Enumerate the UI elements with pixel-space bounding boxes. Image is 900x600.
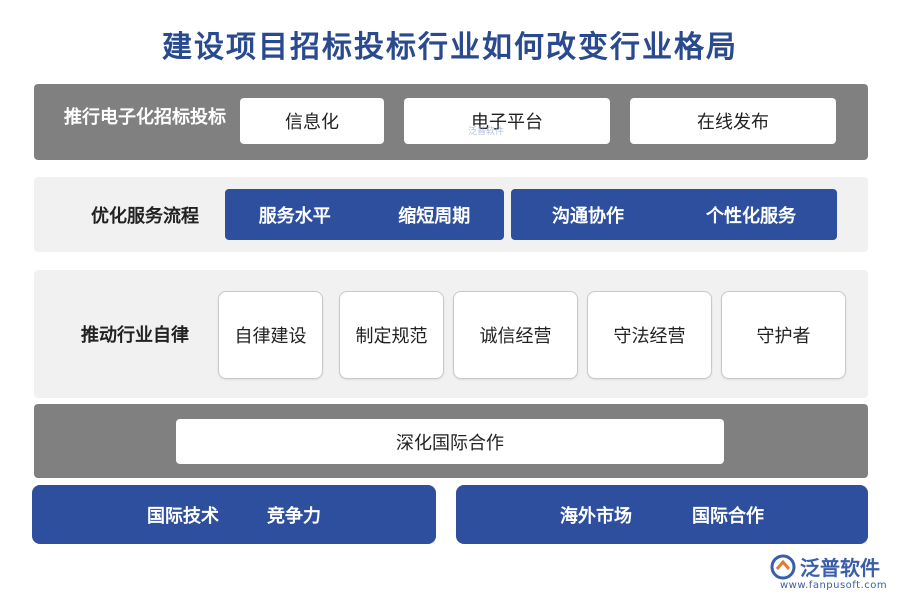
item-electronic-platform: 电子平台 <box>404 98 610 144</box>
item-informatization: 信息化 <box>240 98 384 144</box>
watermark-mid: 泛普软件 <box>468 127 505 137</box>
item-law-abiding: 守法经营 <box>587 291 712 379</box>
item-guardian: 守护者 <box>721 291 846 379</box>
brand-logo: 泛普软件 <box>770 552 880 581</box>
item-deepen-international: 深化国际合作 <box>176 419 724 464</box>
item-international-cooperation: 国际合作 <box>692 505 764 527</box>
band-label-self-discipline: 推动行业自律 <box>81 325 189 346</box>
group-service-level: 服务水平 缩短周期 <box>225 189 504 240</box>
item-service-level: 服务水平 <box>258 205 331 227</box>
item-integrity: 诚信经营 <box>453 291 578 379</box>
group-overseas-market: 海外市场 国际合作 <box>456 485 868 544</box>
band-label-electronic-bidding: 推行电子化招标投标 <box>64 107 226 128</box>
band-label-service-process: 优化服务流程 <box>91 205 199 227</box>
item-online-publish: 在线发布 <box>630 98 836 144</box>
item-personalized-service: 个性化服务 <box>706 205 796 227</box>
item-shorten-cycle: 缩短周期 <box>398 205 471 227</box>
diagram-title: 建设项目招标投标行业如何改变行业格局 <box>162 30 738 65</box>
item-competitiveness: 竞争力 <box>267 505 321 527</box>
group-international-tech: 国际技术 竞争力 <box>32 485 436 544</box>
item-self-discipline-building: 自律建设 <box>218 291 323 379</box>
item-overseas-market: 海外市场 <box>560 505 632 527</box>
brand-logo-text: 泛普软件 <box>800 556 880 580</box>
item-communication: 沟通协作 <box>552 205 624 227</box>
brand-logo-icon <box>770 554 796 579</box>
brand-url: www.fanpusoft.com <box>780 580 888 591</box>
item-standards: 制定规范 <box>339 291 444 379</box>
group-communication: 沟通协作 个性化服务 <box>511 189 837 240</box>
item-international-tech: 国际技术 <box>147 505 219 527</box>
